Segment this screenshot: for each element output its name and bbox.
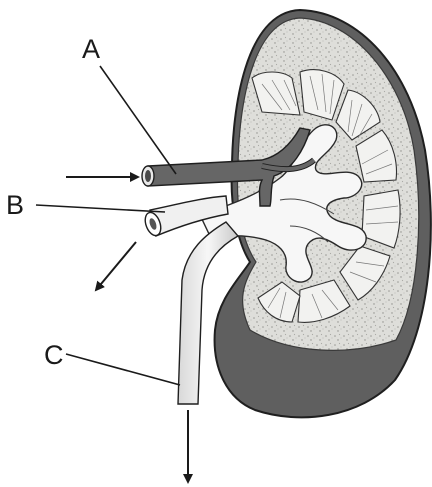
label-a: A (82, 36, 100, 63)
arrow-out-of-vein (96, 242, 136, 290)
leader-line-c (66, 354, 180, 385)
label-c: C (44, 342, 64, 369)
leader-line-a (100, 66, 176, 174)
leader-line-b (36, 205, 165, 212)
label-b: B (6, 192, 24, 219)
